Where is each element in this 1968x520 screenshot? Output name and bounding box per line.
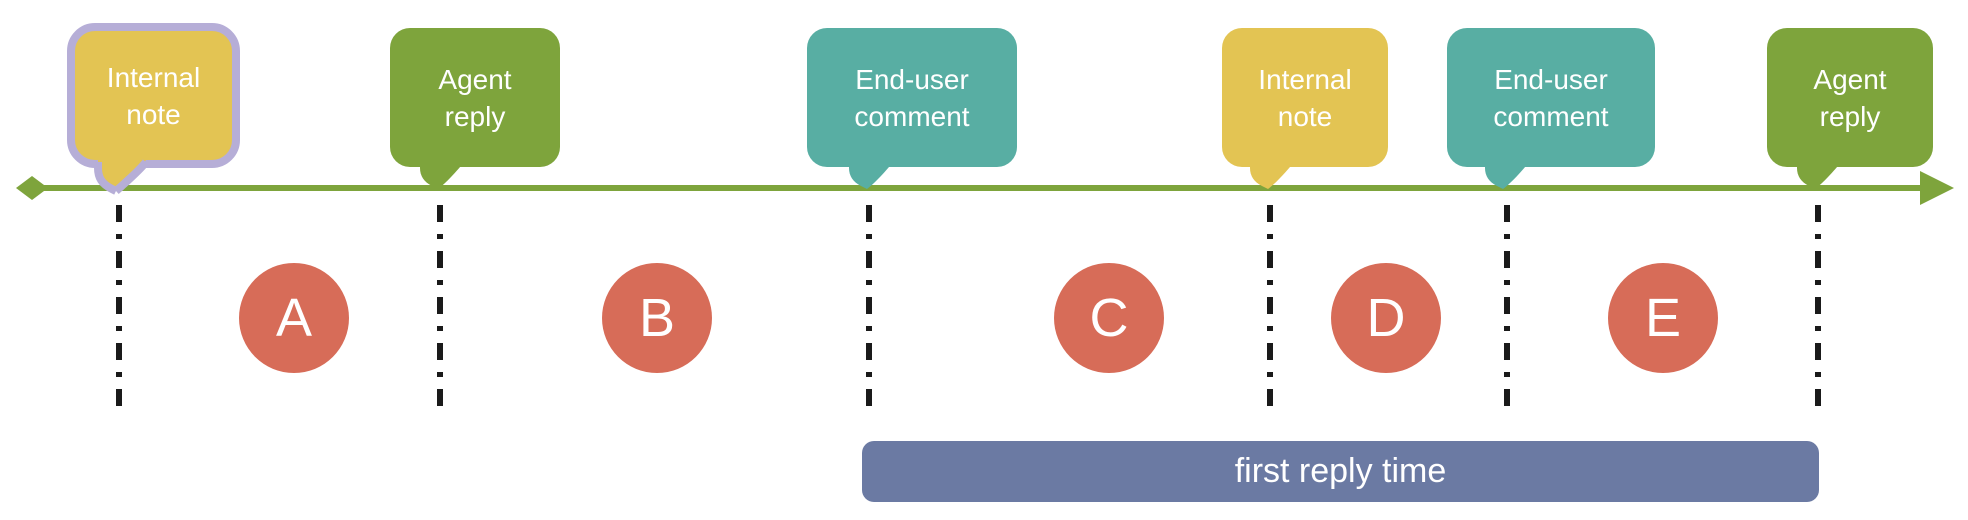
bubble-label-line: Internal (1258, 63, 1352, 95)
timeline-arrowhead-icon (1920, 171, 1954, 205)
bubble-tail-icon (1797, 160, 1843, 189)
first-reply-time-label: first reply time (1234, 452, 1447, 490)
bubble-tail-icon (94, 159, 150, 195)
bubble-tail-icon (1485, 160, 1531, 189)
bubble-tail-icon (420, 160, 466, 189)
bubble-label-line: reply (444, 100, 506, 132)
timeline-start-diamond-icon (16, 176, 48, 200)
bubble-label-line: End-user (1494, 63, 1608, 95)
event-bubble-end-user-comment-2: End-user comment (1447, 28, 1655, 167)
bubble-label-line: reply (1819, 100, 1881, 132)
interval-marker-label: D (1366, 288, 1406, 348)
interval-marker-b: B (602, 263, 712, 373)
bubble-tail-icon (1250, 160, 1296, 189)
event-bubble-agent-reply-1: Agent reply (390, 28, 560, 167)
interval-marker-c: C (1054, 263, 1164, 373)
bubble-label-line: comment (854, 100, 970, 132)
bubble-label-line: note (1277, 100, 1333, 132)
interval-marker-label: E (1644, 288, 1682, 348)
first-reply-time-bar: first reply time (862, 441, 1819, 502)
bubble-label-line: note (126, 98, 181, 130)
interval-marker-label: A (275, 288, 313, 348)
interval-marker-label: C (1089, 288, 1129, 348)
interval-marker-d: D (1331, 263, 1441, 373)
interval-marker-e: E (1608, 263, 1718, 373)
bubble-label-line: Agent (438, 63, 512, 95)
bubble-tail-icon (849, 160, 895, 189)
interval-marker-a: A (239, 263, 349, 373)
event-bubble-internal-note-2: Internal note (1222, 28, 1388, 167)
bubble-label-line: End-user (855, 63, 969, 95)
event-bubble-end-user-comment-1: End-user comment (807, 28, 1017, 167)
bubble-label-line: comment (1493, 100, 1609, 132)
event-bubble-internal-note-1: Internal note (67, 23, 240, 168)
bubble-label-line: Internal (106, 61, 201, 93)
bubble-label-line: Agent (1813, 63, 1887, 95)
interval-marker-label: B (638, 288, 676, 348)
event-bubble-agent-reply-2: Agent reply (1767, 28, 1933, 167)
